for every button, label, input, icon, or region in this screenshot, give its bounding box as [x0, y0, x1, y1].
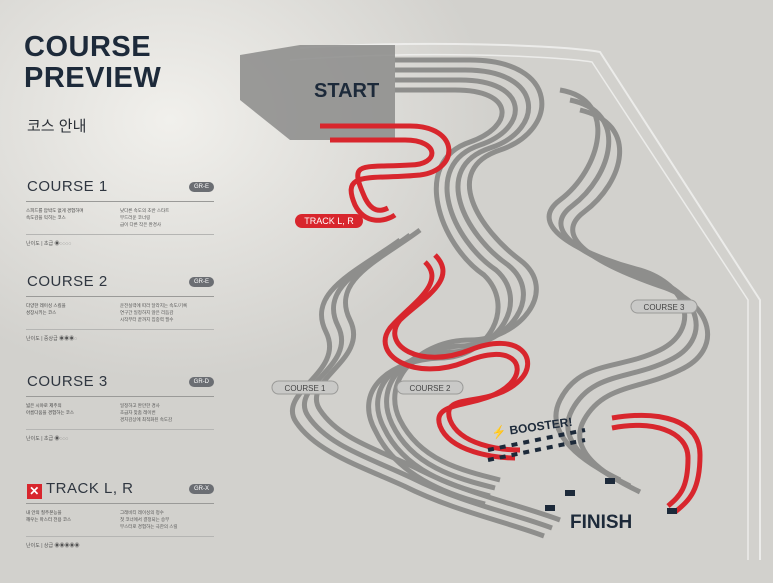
course-name: TRACK L, R [46, 480, 134, 497]
difficulty-level: 난이도 | 초급 ◉◌◌◌◌ [26, 241, 72, 247]
course-desc-line: 내 안의 질주본능을 [26, 510, 62, 515]
track-lr-lanes [320, 123, 703, 514]
grade-badge: GR-X [189, 484, 214, 494]
course-feature: 연구간 일정하지 않은 리듬감 [120, 310, 174, 315]
course3-label: COURSE 3 [630, 299, 698, 314]
title-line-1: COURSE [24, 31, 152, 63]
finish-label: FINISH [570, 512, 632, 533]
course-feature: 급이 다른 작은 완경사 [120, 222, 162, 227]
course-name: COURSE 2 [27, 273, 108, 290]
grade-badge: GR-E [189, 277, 214, 287]
title-line-2: PREVIEW [24, 62, 162, 94]
course1-label: COURSE 1 [271, 380, 339, 395]
track-label: TRACK L, R [295, 214, 363, 228]
course-desc-line: 넓은 시야로 제주의 [26, 403, 62, 408]
course-desc-line: 속도감을 익히는 코스 [26, 215, 66, 220]
course-feature: 첫 코너에서 결정되는 승부 [120, 517, 170, 522]
x-logo-icon: ✕ [27, 484, 42, 499]
course-feature: 운전실력에 따라 달라지는 속도/기록 [120, 303, 188, 308]
course-desc-line: 성장시키는 코스 [26, 310, 57, 315]
booster-stripes [487, 428, 586, 462]
course-desc-line: 다양한 레이싱 스킬을 [26, 303, 66, 308]
svg-text:COURSE 1: COURSE 1 [285, 384, 326, 393]
difficulty-level: 난이도 | 초급 ◉◌◌◌ [26, 436, 69, 442]
course-name: COURSE 1 [27, 178, 108, 195]
svg-text:COURSE 2: COURSE 2 [410, 384, 451, 393]
course-desc-line: 스피드를 압박도 없게 경험하며 [26, 208, 84, 213]
course-feature: 부드러운 코너링 [120, 215, 151, 220]
course-desc-line: 아름다움을 경험하는 코스 [26, 410, 75, 415]
checkered-flags [545, 478, 677, 514]
course-desc-line: 깨우는 마스터 전용 코스 [26, 517, 72, 522]
course-feature: 그래비티 레이싱의 정수 [120, 510, 164, 515]
page-title: COURSE PREVIEW [24, 32, 161, 94]
course-feature: 시작부터 끝까지 집중력 필수 [120, 317, 174, 322]
course-name: COURSE 3 [27, 373, 108, 390]
course-feature: 부스터로 경험하는 극한의 스릴 [120, 524, 178, 529]
svg-text:TRACK L, R: TRACK L, R [304, 216, 354, 226]
course1-lanes [366, 57, 545, 507]
difficulty-level: 난이도 | 중상급 ◉◉◉◌ [26, 336, 78, 342]
difficulty-level: 난이도 | 상급 ◉◉◉◉◉ [26, 543, 80, 549]
start-label: START [314, 80, 379, 102]
course-feature: 경치감상에 최적화된 속도감 [120, 417, 173, 422]
course-feature: 낮다른 속도의 초반 스타트 [120, 208, 170, 213]
grade-badge: GR-D [188, 377, 214, 387]
start-area [240, 45, 395, 140]
page-subtitle: 코스 안내 [27, 118, 87, 135]
grade-badge: GR-E [189, 182, 214, 192]
course2-lanes [290, 227, 561, 539]
course-feature: 초급자 맞춤 레이번 [120, 410, 156, 415]
course2-label: COURSE 2 [396, 380, 464, 395]
svg-text:COURSE 3: COURSE 3 [644, 303, 685, 312]
course-feature: 일정하고 완만한 경사 [120, 403, 160, 408]
